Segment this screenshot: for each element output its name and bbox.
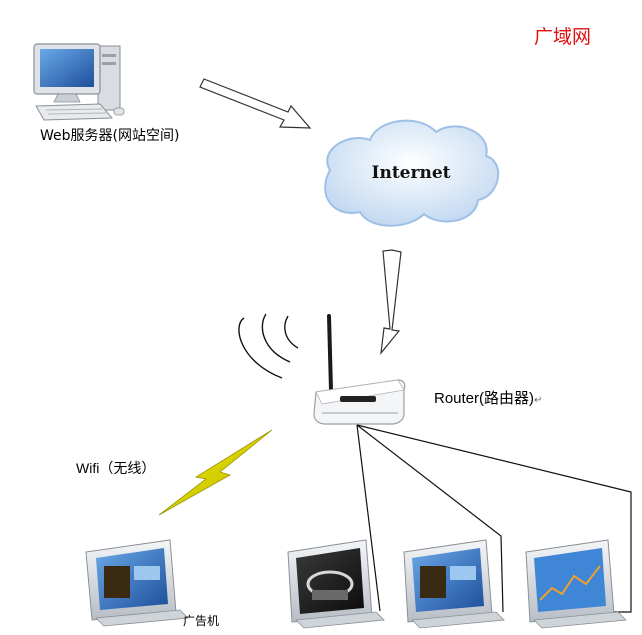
router-label-text: Router(路由器): [434, 390, 535, 407]
wifi-waves-icon: [238, 313, 299, 379]
monitor-icon: [85, 539, 189, 627]
lightning-icon: [158, 429, 273, 516]
ad-machine-label: 广告机: [183, 614, 220, 628]
computer-icon: [33, 43, 125, 121]
internet-label: Internet: [372, 163, 451, 183]
router-label-mark: ↵: [534, 395, 543, 406]
router-label: Router(路由器)↵: [434, 387, 542, 408]
monitor-icon: [287, 539, 385, 629]
router-icon: [313, 314, 406, 425]
monitor-icon: [403, 539, 505, 629]
web-server-label: Web服务器(网站空间): [40, 128, 180, 144]
wan-label: 广域网: [534, 26, 592, 48]
wired-connections: [356, 424, 632, 613]
arrow-internet-to-router: [380, 249, 402, 355]
wifi-label: Wifi（无线）: [76, 460, 156, 476]
arrow-server-to-internet: [199, 78, 312, 129]
cloud-icon: [324, 119, 500, 227]
monitor-icon: [525, 539, 627, 629]
